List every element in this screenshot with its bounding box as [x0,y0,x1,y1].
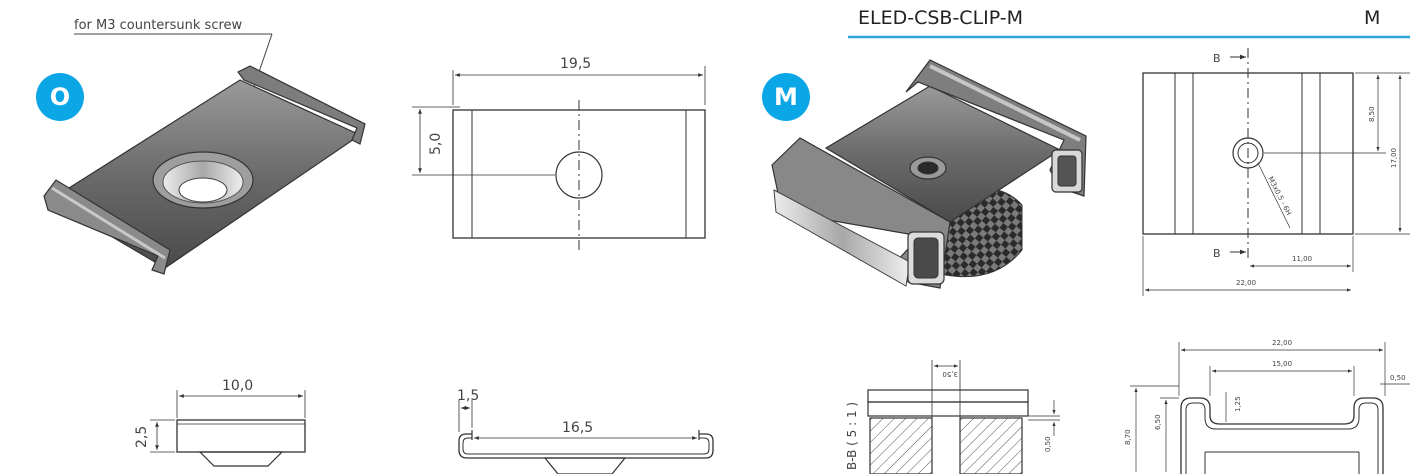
clip-o-3d-render: for M3 countersunk screw [43,18,366,275]
clip-m-top-view: B B 17,00 8,50 M3x0,5 - 6H 11,00 22,00 [1142,48,1410,296]
clip-m-section-view: 3,50 0,50 B-B ( 5 : 1 ) [845,360,1060,474]
dim-1-25: 1,25 [1234,396,1242,412]
clip-m-profile-view: 22,00 15,00 0,50 1,25 6,50 8,70 [1124,339,1410,474]
dim-17-00: 17,00 [1390,148,1398,168]
dim-3-50: 3,50 [942,370,958,378]
dim-22-00-profile: 22,00 [1272,339,1292,347]
section-marker-top: B [1213,52,1221,65]
dim-5-0: 5,0 [428,133,444,155]
product-code: ELED-CSB-CLIP-M [858,7,1024,29]
section-marker-bottom: B [1213,247,1221,260]
callout-text: for M3 countersunk screw [74,18,243,33]
dim-0-50-section: 0,50 [1044,436,1052,452]
section-label: B-B ( 5 : 1 ) [845,402,859,470]
dim-22-00-top: 22,00 [1236,279,1256,287]
clip-o-top-view: 19,5 5,0 [412,56,706,250]
variant-label: M [1364,7,1381,29]
clip-m-3d-render [771,59,1087,289]
dim-19-5: 19,5 [560,56,591,72]
dim-1-5: 1,5 [457,388,479,404]
thread-callout: M3x0,5 - 6H [1266,175,1292,216]
clip-o-side-view: 10,0 2,5 [134,378,306,467]
badge-o: O [36,73,84,121]
clip-o-profile-view: 1,5 16,5 [457,388,714,474]
dim-2-5: 2,5 [134,426,150,448]
badge-m: M [762,73,810,121]
dim-11-00: 11,00 [1292,255,1312,263]
dim-8-50: 8,50 [1368,106,1376,122]
dim-8-70: 8,70 [1124,429,1132,445]
dim-6-50: 6,50 [1154,414,1162,430]
dim-16-5: 16,5 [562,420,593,436]
dim-0-50-profile: 0,50 [1390,374,1406,382]
dim-15-00: 15,00 [1272,360,1292,368]
dim-10-0: 10,0 [222,378,253,394]
